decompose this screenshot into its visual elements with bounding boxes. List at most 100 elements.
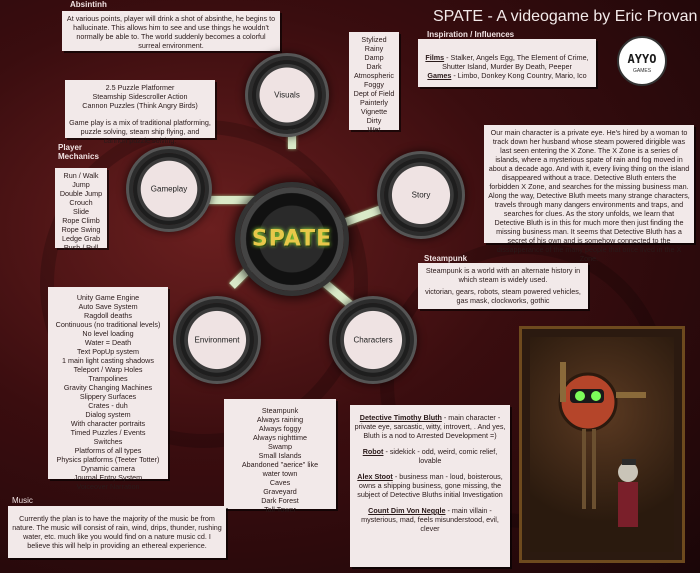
visuals-item: Dirty — [366, 116, 382, 125]
environment-item: Tall Tower — [264, 505, 296, 514]
engine-item: Gravity Changing Machines — [63, 383, 153, 392]
environment-item: Graveyard — [263, 487, 297, 496]
environment-item: Caves — [269, 478, 291, 487]
logo-text: AYYO — [627, 52, 657, 66]
films-label: Films — [425, 53, 445, 62]
engine-item: Auto Save System — [78, 302, 138, 311]
robot-artwork — [519, 326, 685, 563]
gear-label: Gameplay — [150, 184, 188, 194]
visuals-list: Stylized Rainy Damp Dark Atmospheric Fog… — [349, 32, 399, 134]
absinthe-box: At various points, player will drink a s… — [62, 11, 280, 51]
engine-item: Teleport / Warp Holes — [73, 365, 143, 374]
environment-item: Abandoned "aerice" like — [241, 460, 319, 469]
engine-item: Text PopUp system — [77, 347, 139, 356]
inspiration-box: Films - Stalker, Angels Egg, The Element… — [418, 39, 596, 87]
engine-item: 1 main light casting shadows — [62, 356, 154, 365]
absinthe-heading: Absintinh — [70, 0, 107, 9]
mechanics-item: Rope Climb — [62, 216, 100, 225]
engine-item: Unity Game Engine — [76, 293, 140, 302]
mechanics-list: Run / Walk Jump Double Jump Crouch Slide… — [55, 168, 107, 252]
environment-item: Dark Forest — [261, 496, 299, 505]
environment-item: Always foggy — [258, 424, 302, 433]
engine-item: Switches — [93, 437, 123, 446]
character-desc: - main character - private eye, sarcasti… — [354, 413, 506, 440]
spate-hub: SPATE — [240, 187, 344, 291]
engine-item: Ragdoll deaths — [84, 311, 132, 320]
gear-label: Visuals — [274, 90, 300, 100]
gear-label: Story — [411, 190, 431, 200]
gear-environment: Environment — [180, 303, 254, 377]
mechanics-item: Run / Walk — [63, 171, 99, 180]
page-title: SPATE - A videogame by Eric Provan — [433, 8, 698, 25]
mechanics-item: Crouch — [69, 198, 93, 207]
connector-gameplay — [205, 196, 255, 204]
character-name: Robot — [362, 447, 384, 456]
engine-item: Dialog system — [85, 410, 131, 419]
engine-item: Journal Entry System — [73, 473, 143, 482]
engine-item: Crates - duh — [88, 401, 128, 410]
ayyo-games-logo: AYYO GAMES — [617, 36, 667, 86]
engine-item: Water = Death — [84, 338, 132, 347]
music-heading: Music — [12, 496, 33, 505]
mechanics-item: Jump — [72, 180, 90, 189]
films-text: - Stalker, Angels Egg, The Element of Cr… — [442, 53, 589, 71]
absinthe-text: At various points, player will drink a s… — [66, 14, 276, 50]
robot-drawing — [558, 362, 646, 527]
environment-item: Always nighttime — [253, 433, 307, 442]
visuals-item: Rainy — [364, 44, 384, 53]
character-desc: - sidekick - odd, weird, comic relief, l… — [383, 447, 498, 465]
gear-characters: Characters — [336, 303, 410, 377]
character-desc: - main villain - mysterious, mad, feels … — [361, 506, 499, 533]
engine-item: Platforms of all types — [74, 446, 142, 455]
music-text: Currently the plan is to have the majori… — [12, 514, 222, 550]
gameplay-line: Cannon Puzzles (Think Angry Birds) — [82, 101, 198, 110]
hub-label: SPATE — [251, 226, 333, 252]
visuals-item: Stylized — [361, 35, 387, 44]
mechanics-item: Slide — [73, 207, 89, 216]
character-name: Count Dim Von Neggle — [368, 506, 446, 515]
gear-story: Story — [384, 158, 458, 232]
robot-illustration — [530, 337, 674, 552]
engine-item: Voiceover Narration — [76, 482, 140, 491]
steampunk-text: Steampunk is a world with an alternate h… — [425, 266, 581, 284]
engine-item: Continuous (no traditional levels) — [55, 320, 161, 329]
environment-list: Steampunk Always raining Always foggy Al… — [224, 399, 336, 514]
visuals-item: Painterly — [360, 98, 388, 107]
characters-box: Detective Timothy Bluth - main character… — [350, 405, 510, 567]
environment-item: Steampunk — [261, 406, 299, 415]
mechanics-item: Ledge Grab — [62, 234, 100, 243]
gear-label: Environment — [194, 335, 240, 345]
visuals-item: Wet — [367, 125, 381, 134]
environment-item: water town — [262, 469, 298, 478]
environment-item: Small Islands — [258, 451, 302, 460]
gear-label: Characters — [353, 335, 393, 345]
steampunk-text-2: victorian, gears, robots, steam powered … — [425, 287, 581, 305]
visuals-item: Dept of Field — [353, 89, 395, 98]
engine-item: Slippery Surfaces — [79, 392, 137, 401]
gear-visuals: Visuals — [252, 60, 322, 130]
environment-item: Swamp — [268, 442, 292, 451]
mechanics-item: Rope Swing — [61, 225, 101, 234]
character-name: Alex Stoot — [357, 472, 393, 481]
mechanics-item: Push / Pull — [63, 243, 99, 252]
engine-list: Unity Game Engine Auto Save System Ragdo… — [48, 287, 168, 491]
games-label: Games — [427, 71, 452, 80]
character-desc: - business man - loud, boisterous, owns … — [357, 472, 503, 499]
engine-item: Trampolines — [88, 374, 128, 383]
visuals-item: Dark — [366, 62, 382, 71]
engine-item: Dynamic camera — [81, 464, 135, 473]
gameplay-line: 2.5 Puzzle Platformer — [105, 83, 175, 92]
music-box: Currently the plan is to have the majori… — [8, 506, 226, 558]
inspiration-heading: Inspiration / Influences — [427, 30, 515, 39]
story-box: Our main character is a private eye. He'… — [484, 125, 694, 263]
visuals-item: Atmospheric — [354, 71, 394, 80]
character-name: Detective Timothy Bluth — [359, 413, 442, 422]
steampunk-heading: Steampunk — [424, 254, 468, 263]
engine-item: Physics platforms (Teeter Totter) — [56, 455, 160, 464]
engine-item: With character portraits — [70, 419, 146, 428]
steampunk-box: Steampunk is a world with an alternate h… — [418, 263, 588, 309]
mechanics-item: Double Jump — [59, 189, 103, 198]
mechanics-heading: Player Mechanics — [58, 143, 99, 161]
gameplay-box: 2.5 Puzzle Platformer Steamship Sidescro… — [65, 80, 215, 145]
engine-item: No level loading — [82, 329, 134, 338]
